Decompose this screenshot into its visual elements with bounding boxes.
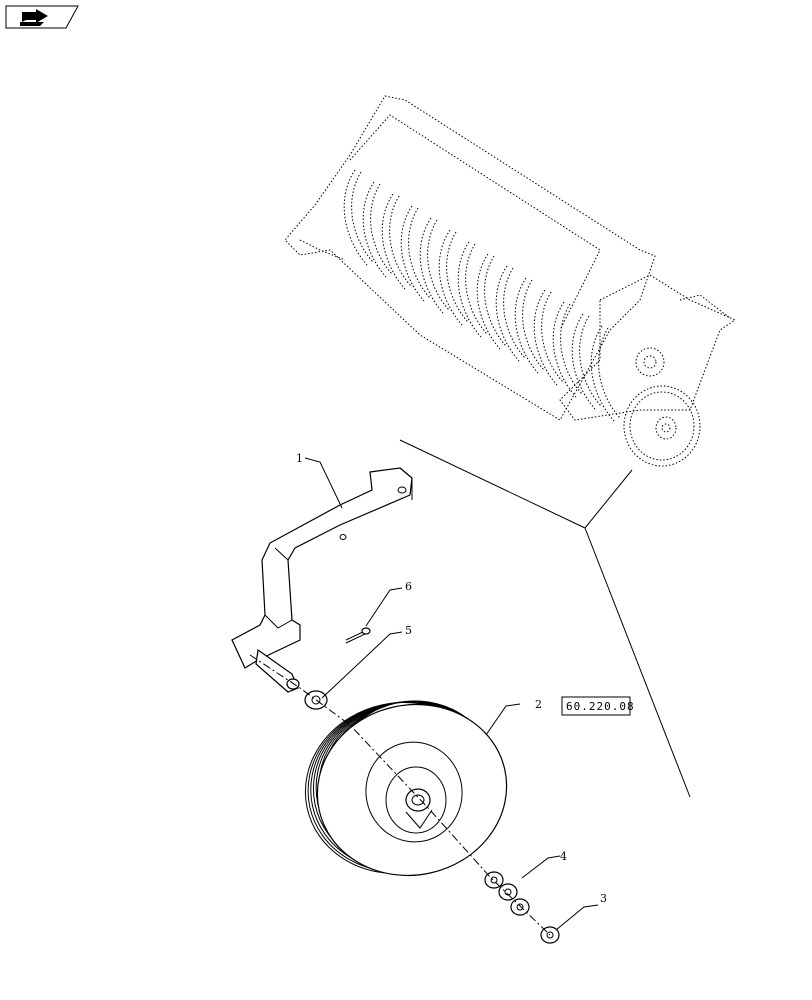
assembly-centerline: [249, 654, 551, 936]
callout-3: 3: [600, 892, 607, 905]
enlargement-pointer: [399, 439, 691, 798]
part-bolt: [345, 627, 371, 644]
navigation-arrow-icon: [20, 9, 48, 26]
reference-link-text: 60.220.08: [566, 700, 635, 713]
navigation-arrow-button[interactable]: [5, 5, 79, 29]
part-arm-bracket: [231, 467, 413, 693]
part-wheel: [304, 700, 508, 877]
callout-5: 5: [405, 624, 412, 637]
callout-1: 1: [296, 452, 303, 465]
callout-2: 2: [535, 698, 542, 711]
pickup-assembly-ghost: [284, 95, 737, 467]
callout-6: 6: [405, 580, 412, 593]
callout-4: 4: [560, 850, 567, 863]
reference-link-box[interactable]: 60.220.08: [561, 696, 635, 716]
callout-leaders: [304, 457, 599, 931]
